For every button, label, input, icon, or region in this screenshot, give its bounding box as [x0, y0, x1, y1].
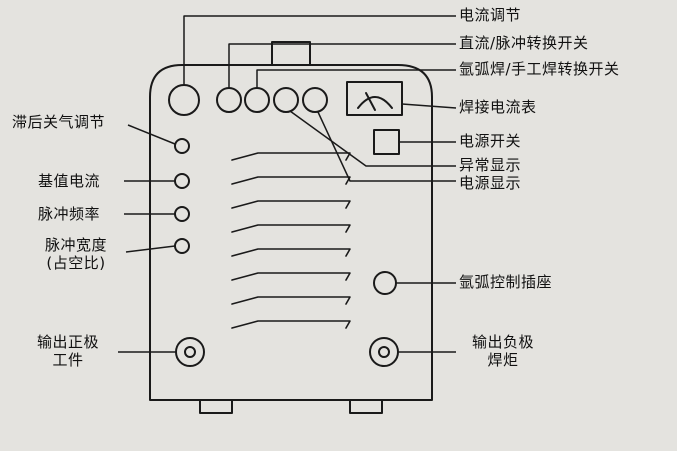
leader-dc-pulse	[228, 43, 456, 88]
label-pulse-frequency: 脉冲频率	[38, 205, 101, 223]
louver	[231, 176, 351, 185]
output-negative-terminal-inner	[378, 346, 390, 358]
label-current-adjust: 电流调节	[459, 6, 522, 24]
louver	[231, 152, 351, 161]
abnormal-display-indicator	[273, 87, 299, 113]
current-adjust-knob	[168, 84, 200, 116]
ammeter-needle	[365, 92, 376, 111]
leader-power-display	[317, 111, 456, 182]
label-output-positive-line2: 工件	[52, 351, 84, 369]
leader-ammeter	[401, 103, 457, 109]
leader-pulse-width	[125, 245, 176, 253]
louver	[231, 296, 351, 305]
leader-post-flow	[127, 124, 176, 145]
label-argon-control-socket: 氩弧控制插座	[459, 273, 553, 291]
label-pulse-width-line2: (占空比)	[46, 254, 106, 272]
foot-right	[349, 399, 383, 414]
power-display-indicator	[302, 87, 328, 113]
leader-abnormal	[289, 110, 456, 167]
post-flow-knob	[174, 138, 190, 154]
label-output-positive-line1: 输出正极	[36, 333, 99, 351]
label-pulse-width: 脉冲宽度 (占空比)	[30, 236, 122, 272]
label-post-flow-gas: 滞后关气调节	[12, 113, 106, 131]
argon-manual-switch-knob	[244, 87, 270, 113]
label-base-current: 基值电流	[38, 172, 101, 190]
pulse-frequency-knob	[174, 206, 190, 222]
label-power-switch: 电源开关	[459, 132, 522, 150]
output-positive-terminal	[175, 337, 205, 367]
label-argon-manual-switch: 氩弧焊/手工焊转换开关	[459, 60, 620, 78]
leader-current-adjust	[183, 15, 456, 85]
leader-argon-manual	[256, 69, 456, 88]
label-output-negative-line1: 输出负极	[471, 333, 534, 351]
base-current-knob	[174, 173, 190, 189]
louver	[231, 320, 351, 329]
label-output-positive: 输出正极 工件	[22, 333, 114, 369]
ventilation-louvers	[231, 152, 351, 329]
cabinet-outline	[149, 64, 433, 401]
output-positive-terminal-inner	[184, 346, 196, 358]
louver	[231, 224, 351, 233]
label-welding-ammeter: 焊接电流表	[459, 98, 537, 116]
pulse-width-knob	[174, 238, 190, 254]
label-output-negative-line2: 焊炬	[487, 351, 519, 369]
louver	[231, 248, 351, 257]
leader-lines	[118, 15, 457, 353]
louver	[231, 200, 351, 209]
foot-left	[199, 399, 233, 414]
power-switch-box	[373, 129, 400, 155]
label-dc-pulse-switch: 直流/脉冲转换开关	[459, 34, 589, 52]
output-negative-terminal	[369, 337, 399, 367]
top-handle	[271, 41, 311, 66]
label-power-display: 电源显示	[459, 174, 522, 192]
ammeter-dial	[357, 96, 393, 109]
dc-pulse-switch-knob	[216, 87, 242, 113]
argon-control-socket	[373, 271, 397, 295]
label-output-negative: 输出负极 焊炬	[459, 333, 547, 369]
louver	[231, 272, 351, 281]
label-pulse-width-line1: 脉冲宽度	[44, 236, 107, 254]
ammeter-box	[346, 81, 403, 116]
label-abnormal-display: 异常显示	[459, 156, 522, 174]
